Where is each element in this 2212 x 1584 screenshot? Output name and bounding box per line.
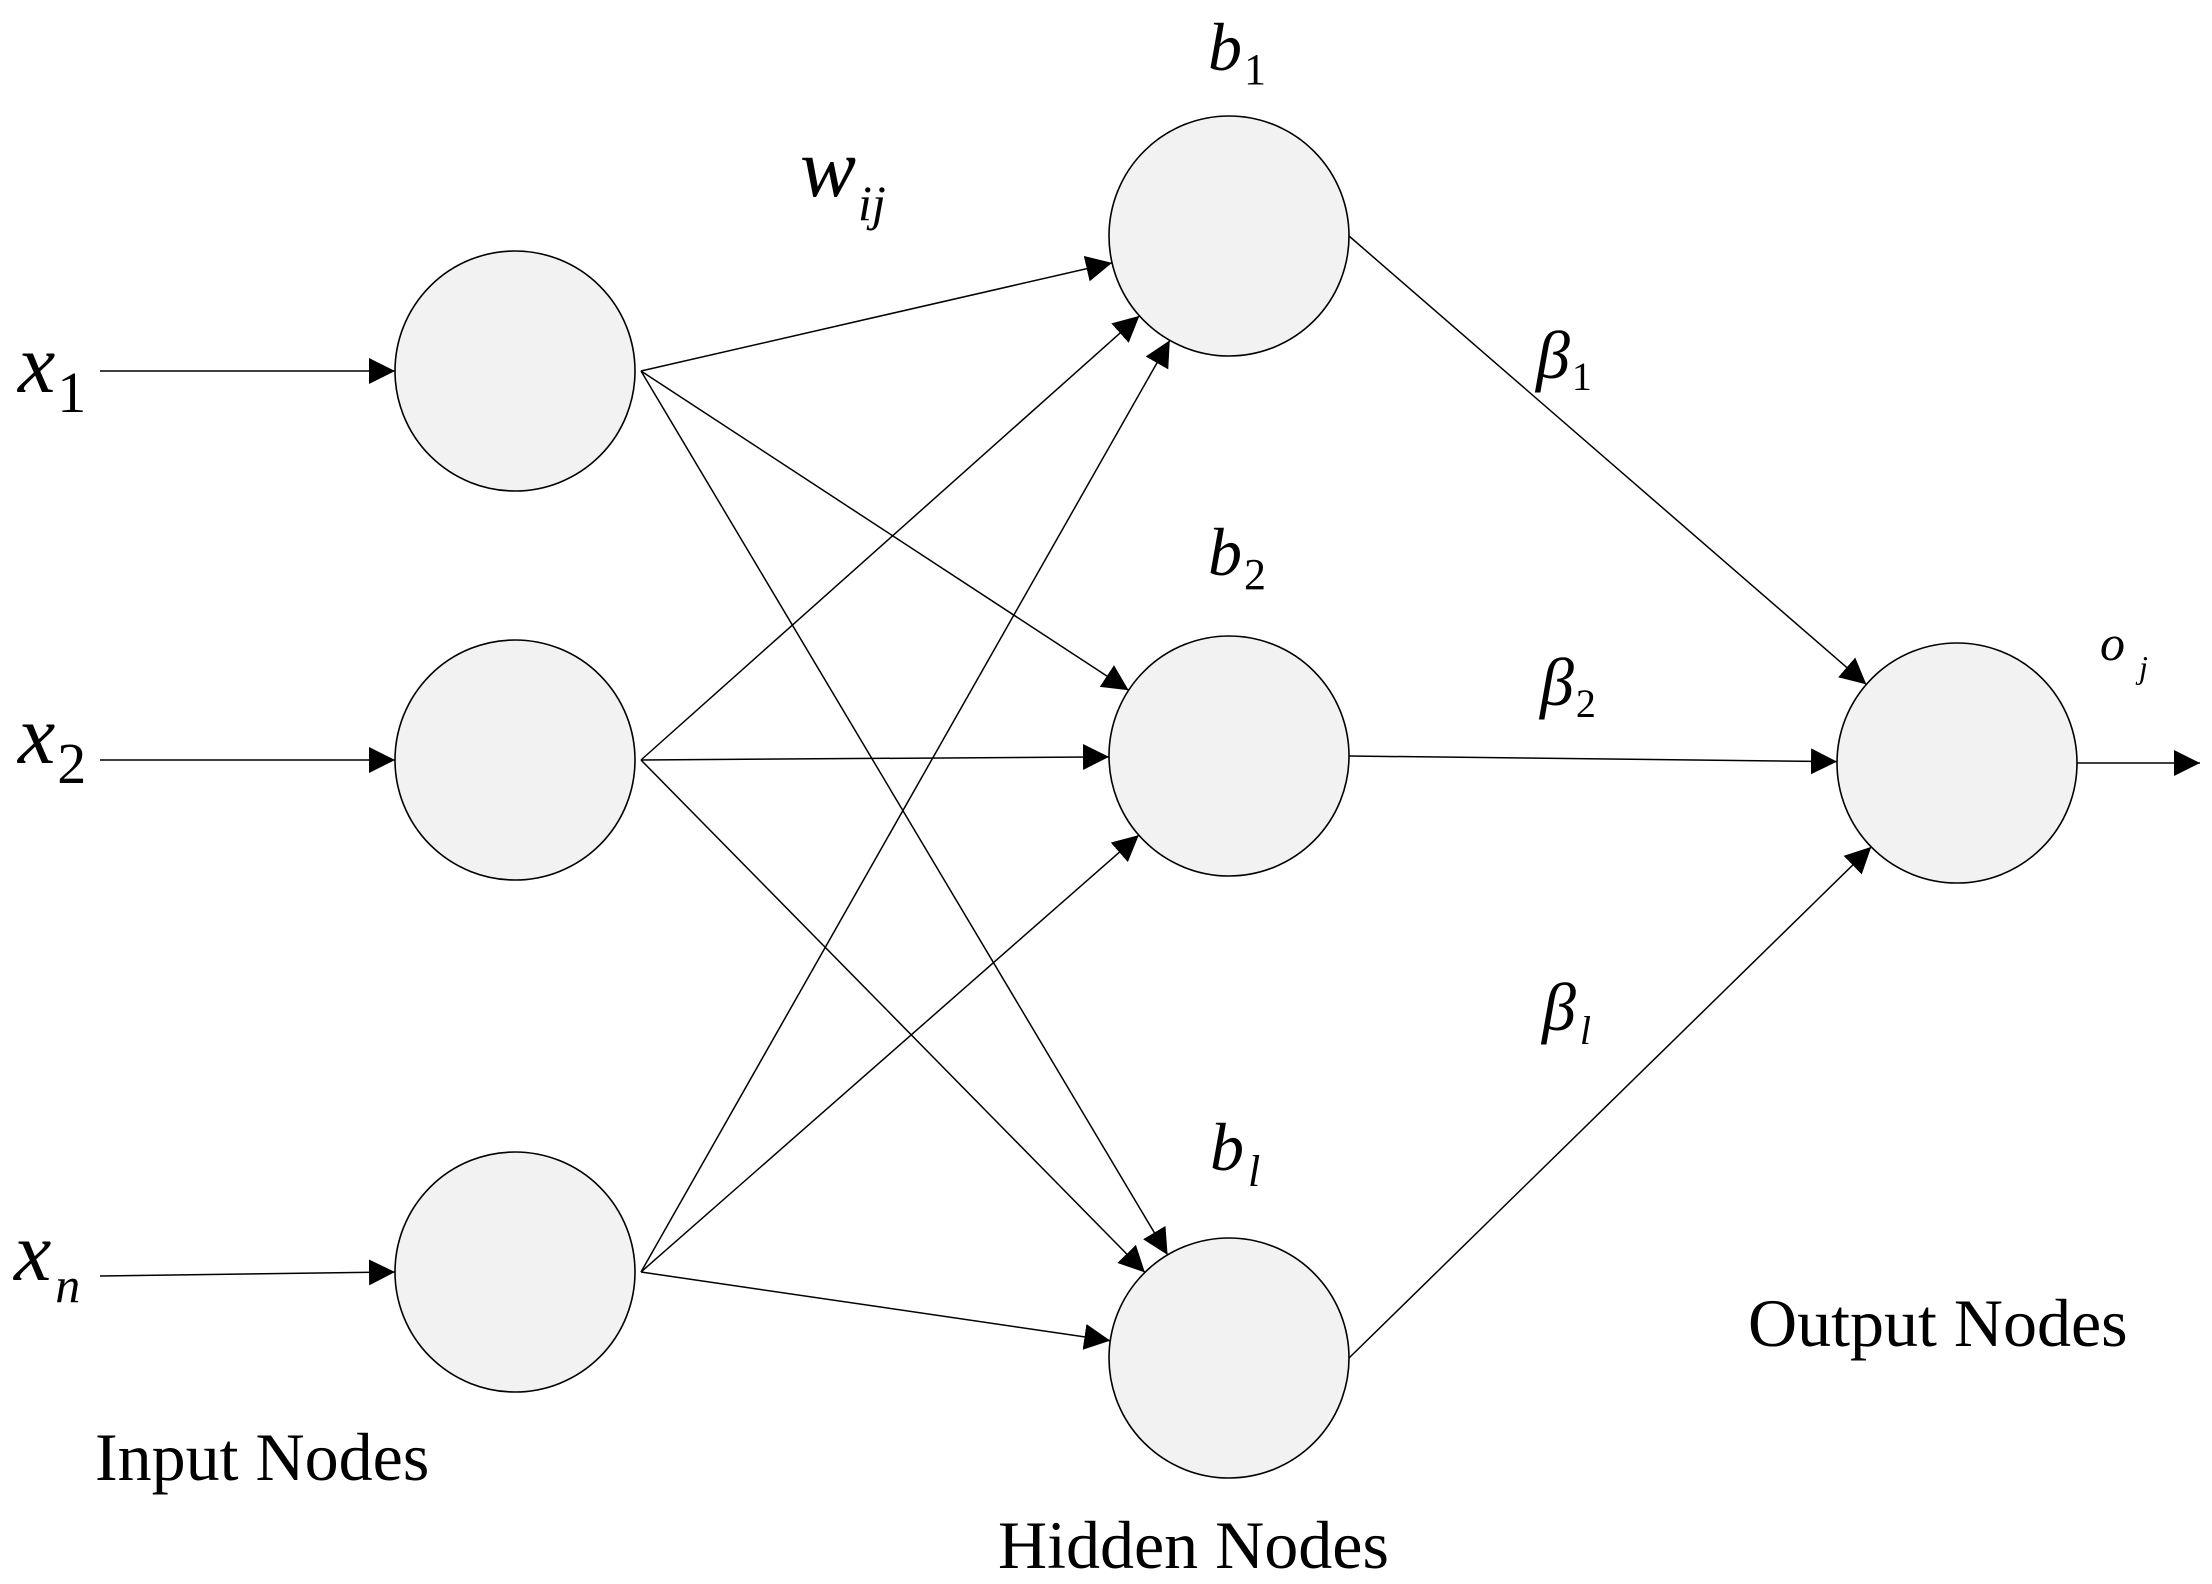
weight-edge-1-2 (640, 370, 1130, 691)
nodes-layer (394, 115, 2078, 1479)
caption-hidden-nodes: Hidden Nodes (998, 1507, 1389, 1583)
bias-label-b2: b2 (1208, 514, 1266, 599)
hidden-node-1 (1108, 115, 1350, 357)
output-node (1836, 642, 2078, 884)
bias-label-b1: b1 (1208, 9, 1266, 94)
weight-edge-1-1 (640, 256, 1113, 372)
weight-edge-3-1 (640, 339, 1171, 1273)
weight-edge-1-3 (640, 370, 1169, 1256)
input-node-1 (394, 250, 636, 492)
input-node-n (394, 1151, 636, 1393)
input-label-xn: xn (12, 1206, 80, 1313)
beta-label-2: β2 (1538, 644, 1596, 726)
weight-edge-3-2 (640, 834, 1140, 1273)
weight-edge-2-1 (640, 315, 1140, 761)
output-weight-edge-2 (1348, 748, 1838, 775)
output-weight-edge-3 (1348, 846, 1872, 1359)
hidden-node-2 (1108, 635, 1350, 877)
input-arrow-n (99, 1259, 396, 1286)
input-label-x1: x1 (16, 318, 86, 425)
weight-edge-2-3 (640, 759, 1146, 1273)
output-weight-edge-1 (1348, 235, 1867, 685)
input-node-2 (394, 639, 636, 881)
bias-label-bl: bl (1210, 1109, 1260, 1196)
hidden-node-l (1108, 1237, 1350, 1479)
weight-edge-3-3 (640, 1271, 1111, 1350)
input-label-x2: x2 (16, 689, 86, 796)
edges-layer (99, 235, 2200, 1359)
weight-edge-2-2 (640, 743, 1110, 770)
caption-output-nodes: Output Nodes (1748, 1285, 2128, 1361)
beta-label-1: β1 (1534, 317, 1592, 399)
caption-input-nodes: Input Nodes (95, 1419, 429, 1495)
weight-label-wij: wij (800, 122, 886, 231)
